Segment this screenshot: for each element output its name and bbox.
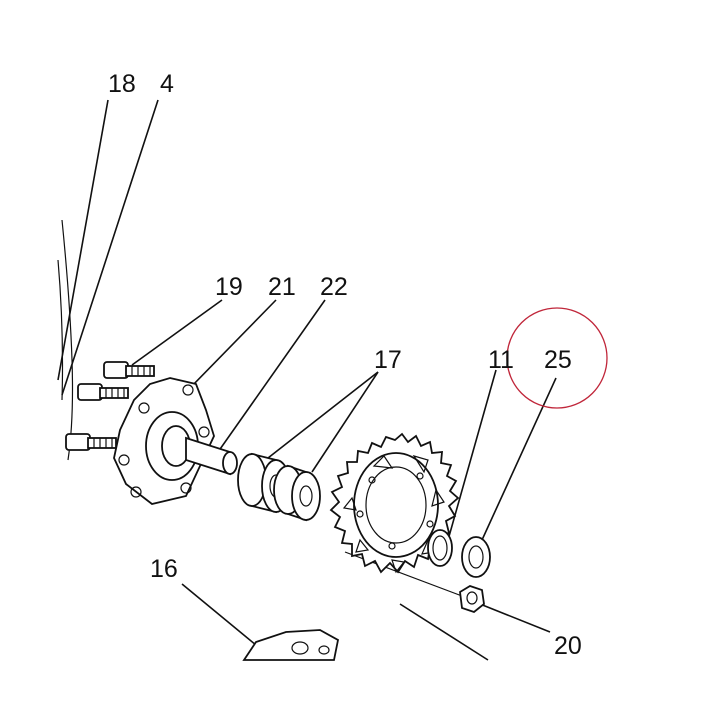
leader-21 xyxy=(189,299,277,389)
label-16: 16 xyxy=(150,555,178,583)
leader-20 xyxy=(479,603,551,633)
rear-sprocket xyxy=(329,432,460,574)
label-18: 18 xyxy=(108,70,136,98)
leader-4 xyxy=(61,99,159,396)
leader-22 xyxy=(217,299,326,453)
shaft-spacer xyxy=(185,436,238,476)
label-21: 21 xyxy=(268,273,296,301)
stud-middle xyxy=(77,383,129,401)
stud-bottom xyxy=(65,433,117,451)
leader-11 xyxy=(447,369,497,541)
leader-sprocket xyxy=(399,603,489,661)
leader-18 xyxy=(57,99,109,381)
leader-17a xyxy=(267,371,379,459)
label-19: 19 xyxy=(215,273,243,301)
stud-top xyxy=(103,361,155,379)
bracket xyxy=(242,629,340,661)
leader-16 xyxy=(181,583,263,651)
label-20: 20 xyxy=(554,632,582,660)
label-25: 25 xyxy=(544,346,572,374)
label-4: 4 xyxy=(160,70,174,98)
label-17: 17 xyxy=(374,346,402,374)
swingarm-outline xyxy=(57,219,74,461)
label-22: 22 xyxy=(320,273,348,301)
studs xyxy=(65,361,155,451)
lock-ring xyxy=(427,529,453,567)
label-11: 11 xyxy=(488,346,514,374)
leader-19 xyxy=(131,299,223,366)
sprocket-carrier xyxy=(113,377,215,505)
bearing-right xyxy=(273,464,321,522)
nut xyxy=(459,585,485,614)
leader-17b xyxy=(311,371,379,473)
leader-25 xyxy=(481,377,557,541)
highlight-circle xyxy=(506,307,608,409)
part-labels: 18 4 19 21 22 17 11 25 16 20 xyxy=(108,70,582,660)
washer xyxy=(461,536,491,578)
